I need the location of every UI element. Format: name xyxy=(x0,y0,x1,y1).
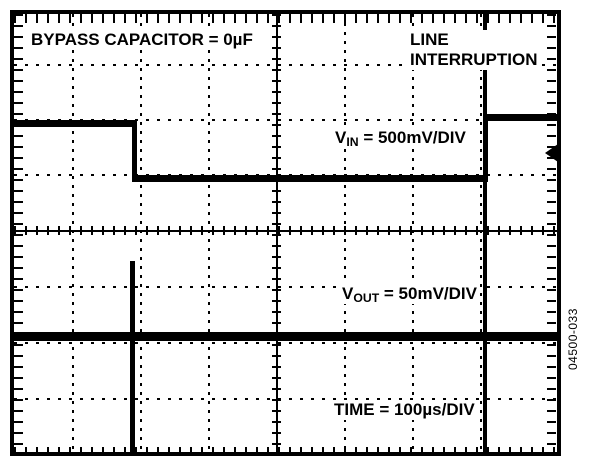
label-vin-value: = 500mV/DIV xyxy=(358,128,466,147)
label-timebase: TIME = 100µs/DIV xyxy=(331,400,478,421)
trace-vin-low xyxy=(132,175,487,182)
trace-vin-high-left xyxy=(14,120,134,127)
label-line-interruption-line1: LINE xyxy=(410,30,449,49)
border-ticks-left xyxy=(14,14,23,452)
label-vin-scale: VIN = 500mV/DIV xyxy=(332,128,469,149)
oscilloscope-graticule: BYPASS CAPACITOR = 0µF LINE INTERRUPTION… xyxy=(10,10,561,456)
label-bypass-capacitor: BYPASS CAPACITOR = 0µF xyxy=(28,30,256,51)
graticule-inner: BYPASS CAPACITOR = 0µF LINE INTERRUPTION… xyxy=(14,14,557,452)
trace-vin-high-right xyxy=(483,114,557,121)
label-vout-scale: VOUT = 50mV/DIV xyxy=(339,284,480,305)
border-ticks-bottom xyxy=(14,447,557,452)
gridline-h-7 xyxy=(14,398,557,400)
label-vout-subscript: OUT xyxy=(353,290,380,305)
trigger-level-arrow-icon xyxy=(545,144,558,162)
figure-id-label: 04500-033 xyxy=(566,308,580,370)
axis-horizontal-ticks xyxy=(14,226,557,235)
label-vin-prefix: V xyxy=(335,128,347,147)
gridline-h-5 xyxy=(14,286,557,288)
label-vin-subscript: IN xyxy=(346,134,359,149)
gridline-h-6 xyxy=(14,342,557,344)
trace-vout-baseline xyxy=(14,332,557,341)
trace-vin-falling-edge xyxy=(132,120,137,182)
trace-vout-spike-1 xyxy=(130,261,135,452)
axis-vertical-ticks xyxy=(272,14,281,452)
gridline-h-2 xyxy=(14,119,557,121)
label-vout-value: = 50mV/DIV xyxy=(379,284,477,303)
label-line-interruption: LINE INTERRUPTION xyxy=(407,30,541,71)
label-vout-prefix: V xyxy=(342,284,354,303)
border-ticks-right xyxy=(547,14,556,452)
border-ticks-top xyxy=(14,14,557,23)
gridline-h-1 xyxy=(14,64,557,66)
trace-vout-spike-2 xyxy=(483,14,487,452)
label-line-interruption-line2: INTERRUPTION xyxy=(410,50,538,70)
